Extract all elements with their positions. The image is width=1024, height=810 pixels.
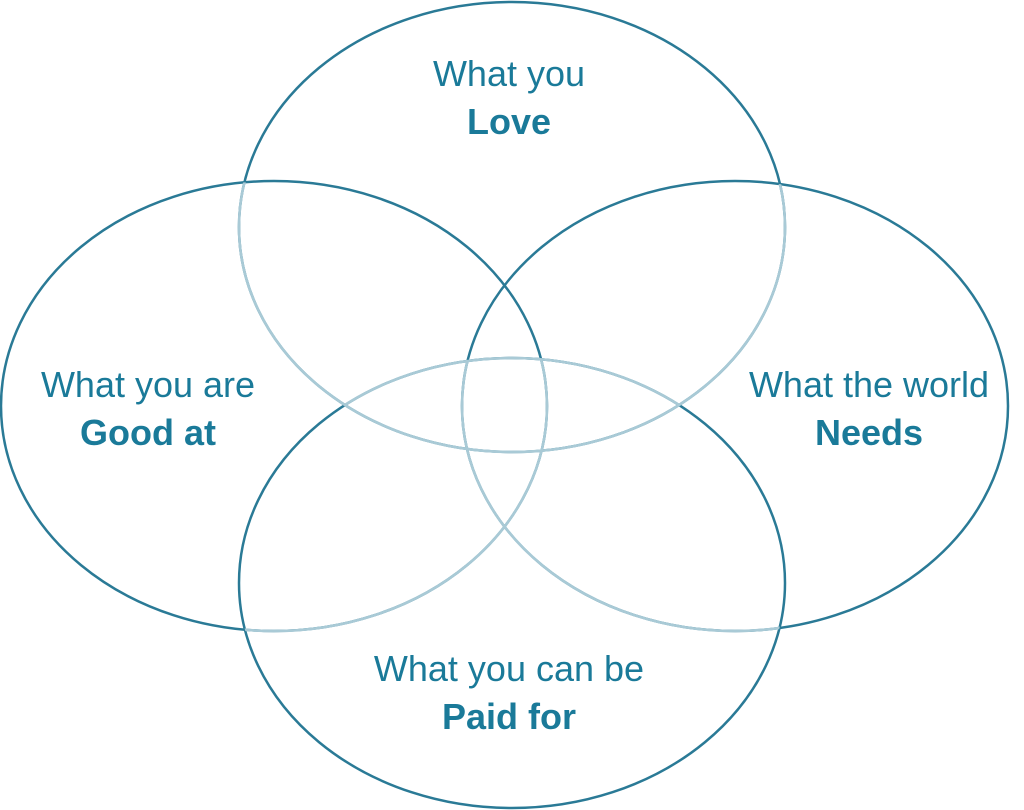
circle-good-at [0, 179, 549, 633]
label-good-at: What you are Good at [41, 364, 255, 453]
label-love-line2: Love [467, 101, 551, 142]
overlap-arcs [237, 181, 787, 633]
label-paid-line2: Paid for [442, 696, 576, 737]
label-paid-line1: What you can be [374, 648, 644, 689]
label-good-line1: What you are [41, 364, 255, 405]
label-needs: What the world Needs [749, 364, 989, 453]
label-love-line1: What you [433, 53, 585, 94]
label-good-line2: Good at [80, 412, 216, 453]
circle-needs [460, 179, 1010, 633]
label-paid-for: What you can be Paid for [374, 648, 644, 737]
circle-paid-for [237, 356, 787, 810]
label-needs-line2: Needs [815, 412, 923, 453]
label-needs-line1: What the world [749, 364, 989, 405]
label-love: What you Love [433, 53, 585, 142]
